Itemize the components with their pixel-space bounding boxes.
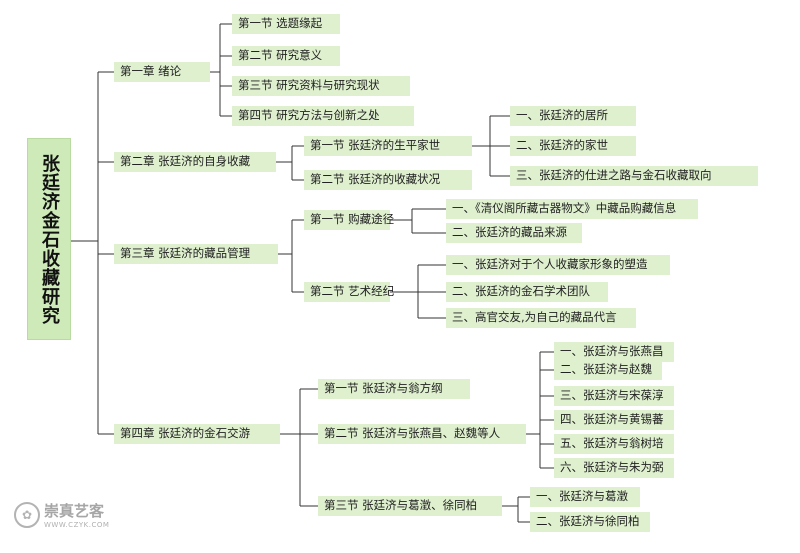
item-4-2-2-node: 二、张廷济与赵魏 [554, 360, 662, 380]
watermark: ✿ 崇真艺客 WWW.CZYK.COM [14, 500, 109, 529]
item-3-2-2-node: 二、张廷济的金石学术团队 [446, 282, 608, 302]
chapter-3-node: 第三章 张廷济的藏品管理 [114, 244, 278, 264]
section-3-2-node: 第二节 艺术经纪 [304, 282, 394, 302]
watermark-url: WWW.CZYK.COM [44, 521, 110, 529]
item-3-2-1-node: 一、张廷济对于个人收藏家形象的塑造 [446, 255, 670, 275]
chapter-2-node: 第二章 张廷济的自身收藏 [114, 152, 276, 172]
root-node: 张廷济金石收藏研究 [27, 138, 71, 340]
item-3-2-3-node: 三、高官交友,为自己的藏品代言 [446, 308, 636, 328]
section-4-3-node: 第三节 张廷济与葛澂、徐同柏 [318, 496, 502, 516]
item-4-2-1-node: 一、张廷济与张燕昌 [554, 342, 674, 362]
item-3-1-2-node: 二、张廷济的藏品来源 [446, 223, 582, 243]
section-1-1-node: 第一节 选题缘起 [232, 14, 340, 34]
item-4-3-1-node: 一、张廷济与葛澂 [530, 487, 640, 507]
item-2-1-2-node: 二、张廷济的家世 [510, 136, 636, 156]
item-2-1-3-node: 三、张廷济的仕进之路与金石收藏取向 [510, 166, 758, 186]
section-1-2-node: 第二节 研究意义 [232, 46, 340, 66]
section-2-1-node: 第一节 张廷济的生平家世 [304, 136, 472, 156]
item-4-2-4-node: 四、张廷济与黄锡蕃 [554, 410, 674, 430]
item-2-1-1-node: 一、张廷济的居所 [510, 106, 636, 126]
section-2-2-node: 第二节 张廷济的收藏状况 [304, 170, 472, 190]
chapter-1-node: 第一章 绪论 [114, 62, 210, 82]
section-3-1-node: 第一节 购藏途径 [304, 210, 394, 230]
section-1-3-node: 第三节 研究资料与研究现状 [232, 76, 410, 96]
watermark-name: 崇真艺客 [44, 502, 105, 520]
item-4-2-6-node: 六、张廷济与朱为弼 [554, 458, 674, 478]
item-4-3-2-node: 二、张廷济与徐同柏 [530, 512, 650, 532]
watermark-logo-icon: ✿ [14, 501, 40, 528]
section-4-2-node: 第二节 张廷济与张燕昌、赵魏等人 [318, 424, 526, 444]
section-4-1-node: 第一节 张廷济与翁方纲 [318, 379, 470, 399]
item-3-1-1-node: 一、《清仪阁所藏古器物文》中藏品购藏信息 [446, 199, 698, 219]
section-1-4-node: 第四节 研究方法与创新之处 [232, 106, 414, 126]
item-4-2-5-node: 五、张廷济与翁树培 [554, 434, 674, 454]
item-4-2-3-node: 三、张廷济与宋葆淳 [554, 386, 674, 406]
chapter-4-node: 第四章 张廷济的金石交游 [114, 424, 280, 444]
